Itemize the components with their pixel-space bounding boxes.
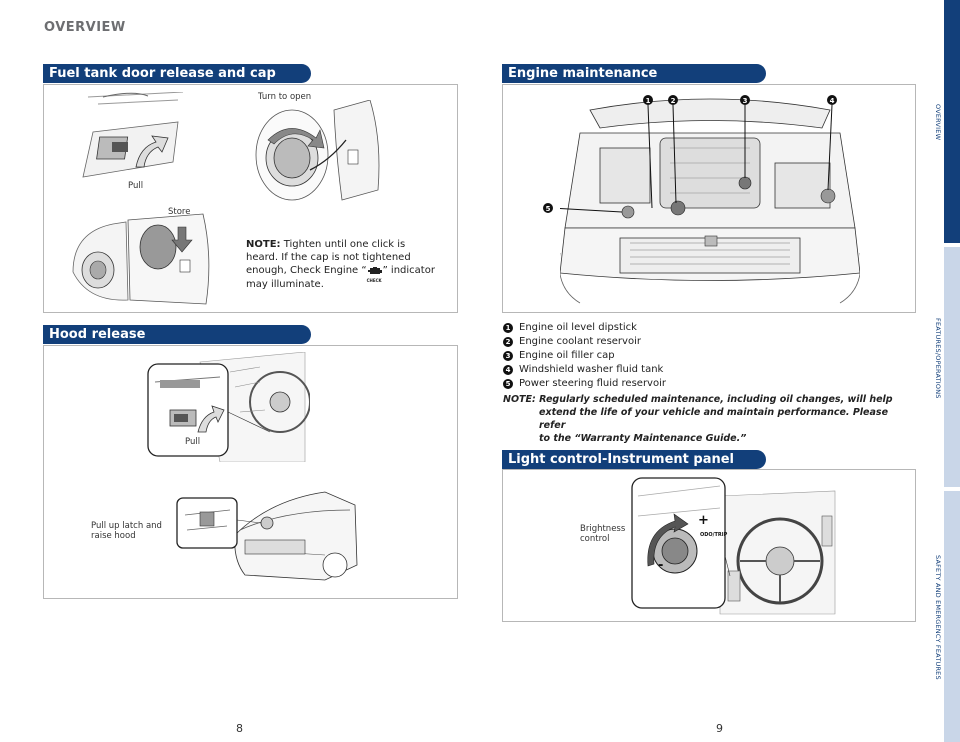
fuel-note: NOTE: Tighten until one click is heard. …	[246, 238, 451, 291]
engine-section-heading: Engine maintenance	[502, 64, 766, 83]
side-tab-features[interactable]	[944, 247, 960, 487]
fuel-section-heading: Fuel tank door release and cap	[43, 64, 311, 83]
store-caption: Store	[168, 207, 191, 217]
callout-3-text: 3	[743, 97, 748, 105]
fuel-cap-turn-illustration	[255, 100, 380, 201]
side-tab-safety[interactable]	[944, 491, 960, 742]
side-tab-overview-label: OVERVIEW	[934, 104, 942, 141]
hood-pull-caption: Pull	[185, 437, 201, 447]
maint-note-line3: to the “Warranty Maintenance Guide.”	[539, 433, 747, 444]
fuel-release-lever-illustration	[82, 92, 184, 178]
item-number-badge: 4	[503, 365, 513, 375]
brightness-caption-line1: Brightness	[580, 524, 626, 534]
list-item: 3 Engine oil filler cap	[503, 349, 666, 363]
engine-bay-illustration: 1 2 3 4	[560, 95, 860, 304]
engine-callout-1: 1	[643, 95, 653, 105]
hood-section-heading: Hood release	[43, 325, 311, 344]
callout-2-text: 2	[671, 97, 676, 105]
light-section-heading: Light control-Instrument panel	[502, 450, 766, 469]
page-number-left: 8	[236, 722, 243, 735]
side-tab-features-label: FEATURES/OPERATIONS	[934, 318, 942, 399]
item-label: Power steering fluid reservoir	[519, 378, 666, 389]
latch-caption: Pull up latch and raise hood	[91, 521, 162, 541]
engine-callout-2: 2	[668, 95, 678, 105]
page-number-right: 9	[716, 722, 723, 735]
check-icon-text: CHECK	[366, 278, 382, 283]
check-engine-icon: CHECK	[367, 266, 383, 283]
turn-to-open-caption: Turn to open	[258, 92, 312, 102]
page-title: OVERVIEW	[44, 20, 126, 35]
engine-callout-5: 5	[543, 203, 553, 213]
odo-trip-label: ODO/TRIP	[700, 532, 728, 538]
callout-5-text: 5	[546, 205, 551, 213]
side-tab-overview[interactable]	[944, 0, 960, 243]
item-label: Engine coolant reservoir	[519, 336, 641, 347]
fuel-note-line3b: ” indicator	[382, 265, 435, 276]
item-number-badge: 5	[503, 379, 513, 389]
list-item: 5 Power steering fluid reservoir	[503, 377, 666, 391]
callout-1-text: 1	[646, 97, 651, 105]
list-item: 2 Engine coolant reservoir	[503, 335, 666, 349]
fuel-note-line4: may illuminate.	[246, 279, 324, 290]
fuel-note-label: NOTE:	[246, 239, 281, 250]
engine-callout-4: 4	[827, 95, 837, 105]
plus-label: +	[698, 513, 709, 528]
list-item: 1 Engine oil level dipstick	[503, 321, 666, 335]
instrument-panel-illustration: + - ODO/TRIP	[631, 477, 836, 615]
fuel-pull-caption: Pull	[128, 181, 144, 191]
hood-latch-car-illustration	[176, 491, 358, 581]
engine-maintenance-list: 1 Engine oil level dipstick 2 Engine coola…	[503, 321, 666, 391]
maint-note-line2: extend the life of your vehicle and main…	[539, 407, 889, 431]
list-item: 4 Windshield washer fluid tank	[503, 363, 666, 377]
item-label: Engine oil filler cap	[519, 350, 615, 361]
brightness-caption: Brightness control	[580, 524, 625, 544]
latch-caption-line2: raise hood	[91, 531, 136, 541]
engine-callout-3: 3	[740, 95, 750, 105]
hood-release-lever-illustration	[147, 352, 310, 462]
engine-maintenance-note: NOTE: Regularly scheduled maintenance, i…	[503, 393, 913, 445]
item-number-badge: 3	[503, 351, 513, 361]
brightness-caption-line2: control	[580, 534, 610, 544]
callout-4-text: 4	[830, 97, 835, 105]
item-label: Windshield washer fluid tank	[519, 364, 664, 375]
minus-label: -	[658, 558, 663, 573]
item-label: Engine oil level dipstick	[519, 322, 637, 333]
side-tab-safety-label: SAFETY AND EMERGENCY FEATURES	[934, 555, 942, 680]
item-number-badge: 1	[503, 323, 513, 333]
maint-note-line1: NOTE: Regularly scheduled maintenance, i…	[503, 394, 893, 405]
fuel-note-line2: heard. If the cap is not tightened	[246, 252, 411, 263]
fuel-note-line1: Tighten until one click is	[280, 239, 406, 250]
fuel-note-line3a: enough, Check Engine “	[246, 265, 367, 276]
latch-caption-line1: Pull up latch and	[91, 521, 162, 531]
item-number-badge: 2	[503, 337, 513, 347]
fuel-cap-store-illustration	[72, 213, 210, 305]
